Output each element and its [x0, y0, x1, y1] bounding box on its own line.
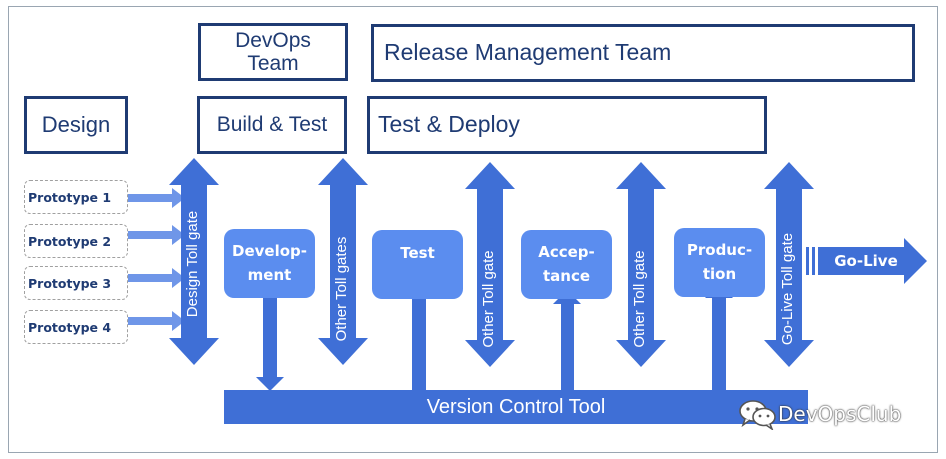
other-toll-gate-label-2: Other Toll gate [480, 250, 497, 348]
design-box: Design [24, 96, 128, 154]
development-label: Develop- ment [232, 242, 307, 284]
prototype-1-label: Prototype 1 [28, 189, 112, 205]
development-down-arrow [256, 297, 284, 391]
wechat-icon [739, 400, 776, 430]
test-deploy-box: Test & Deploy [367, 96, 767, 154]
prototype-1-arrow [128, 188, 185, 208]
design-label: Design [41, 111, 111, 137]
prototype-3-box: Prototype 3 [24, 266, 128, 300]
prototype-3-label: Prototype 3 [28, 275, 112, 291]
version-control-tool: Version Control Tool [224, 390, 808, 424]
prototype-4-box: Prototype 4 [24, 310, 128, 344]
prototype-3-arrow [128, 268, 185, 288]
production-label: Produc- tion [686, 241, 753, 283]
design-toll-gate-arrow [169, 158, 219, 365]
go-live-toll-gate-arrow [764, 162, 814, 367]
prototype-2-box: Prototype 2 [24, 224, 128, 258]
go-live-label: Go-Live [834, 252, 898, 270]
build-test-label: Build & Test [216, 113, 328, 137]
prototype-2-arrow [128, 225, 185, 245]
acceptance-label: Accep- tance [538, 243, 595, 285]
design-toll-gate-label: Design Toll gate [184, 210, 201, 318]
devops-team-box: DevOps Team [198, 23, 348, 81]
release-management-team-label: Release Management Team [384, 39, 672, 66]
version-control-label: Version Control Tool [426, 395, 606, 418]
production-stage: Produc- tion [674, 228, 765, 297]
other-toll-gate-label-3: Other Toll gate [631, 250, 648, 348]
test-stage: Test [372, 230, 463, 299]
other-toll-gates-label-1: Other Toll gates [333, 236, 350, 342]
go-live: Go-Live [820, 247, 912, 275]
watermark-text: DevOpsClub [778, 402, 902, 426]
test-label: Test [400, 244, 435, 262]
other-toll-gate-arrow-3 [616, 162, 666, 367]
prototype-1-box: Prototype 1 [24, 180, 128, 214]
prototype-2-label: Prototype 2 [28, 233, 112, 249]
diagram-frame [8, 6, 938, 453]
go-live-toll-gate-label: Go-Live Toll gate [779, 232, 796, 346]
other-toll-gates-arrow-1 [318, 158, 368, 365]
release-management-team-box: Release Management Team [371, 24, 915, 82]
production-up-arrow [705, 284, 733, 390]
build-test-box: Build & Test [197, 96, 347, 154]
prototype-4-label: Prototype 4 [28, 319, 112, 335]
prototype-4-arrow [128, 311, 185, 331]
other-toll-gate-arrow-2 [465, 162, 515, 367]
acceptance-stage: Accep- tance [521, 230, 612, 299]
development-stage: Develop- ment [224, 229, 315, 298]
test-up-arrow [405, 284, 433, 390]
go-live-arrow [818, 238, 927, 284]
version-control-bar [224, 390, 808, 424]
test-deploy-label: Test & Deploy [378, 111, 520, 138]
devopsclub-watermark: DevOpsClub [738, 398, 901, 430]
acceptance-up-arrow [553, 290, 581, 390]
devops-team-label: DevOps Team [235, 28, 311, 75]
